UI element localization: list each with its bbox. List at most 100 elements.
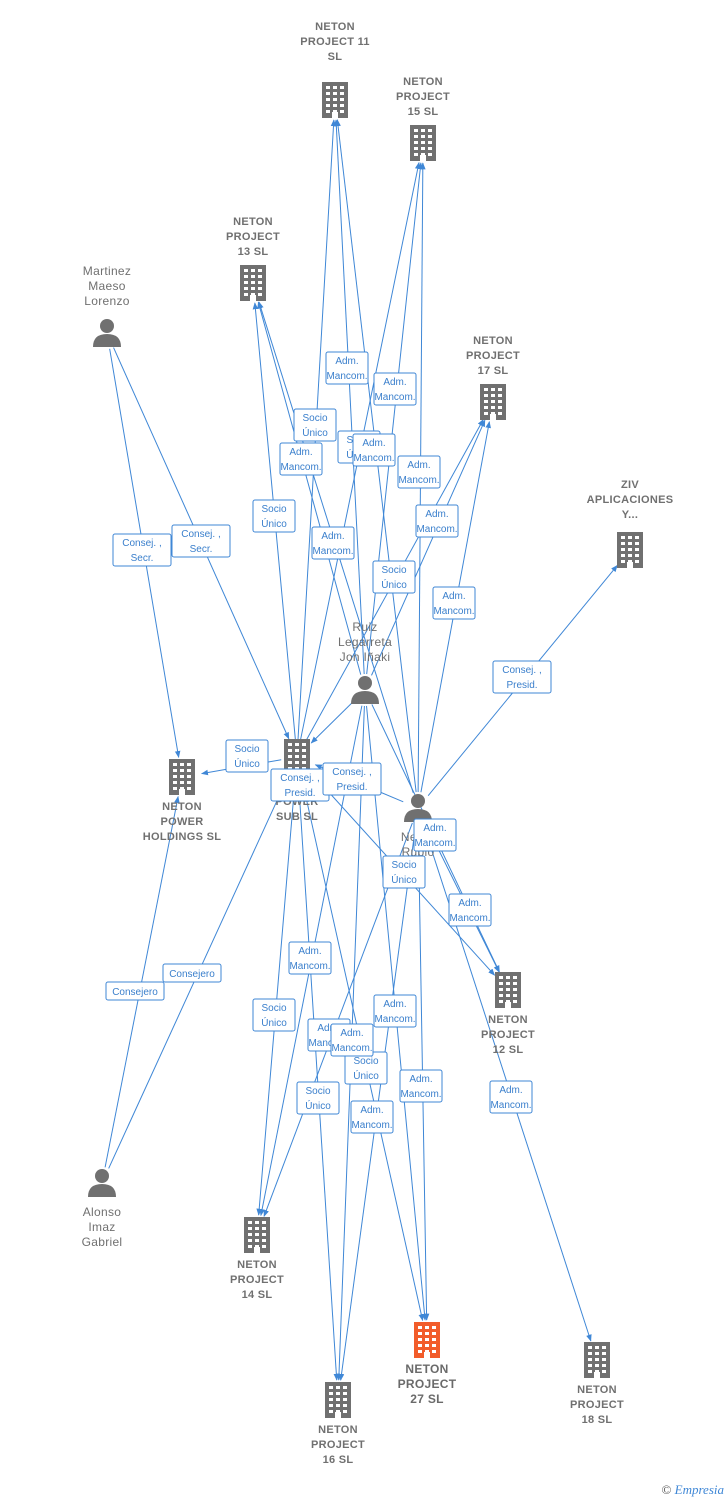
edge-label-text: Mancom. <box>416 524 457 535</box>
edge-label-negro-to-powersub[interactable]: Consej. ,Presid. <box>322 762 382 796</box>
node-label-line: 16 SL <box>323 1454 354 1466</box>
node-label-line: APLICACIONES <box>587 494 674 506</box>
node-label-line: Imaz <box>88 1220 115 1234</box>
edge-label-text: Consej. , <box>280 773 319 784</box>
edge-label-box <box>171 524 231 558</box>
edge-label-text: Mancom. <box>374 392 415 403</box>
node-ziv[interactable]: ZIVAPLICACIONESY... <box>587 479 674 568</box>
edge-label-box <box>279 442 323 476</box>
edge-label-text: Secr. <box>190 544 213 555</box>
edge-label-negro-to-p17[interactable]: Adm.Mancom. <box>432 586 476 620</box>
edge-label-negro-to-p12[interactable]: Adm.Mancom. <box>413 818 457 852</box>
edge-label-text: Presid. <box>284 788 315 799</box>
edge-label-ruiz-to-p27[interactable]: Adm.Mancom. <box>350 1100 394 1134</box>
edge-label-ruiz-to-powersub[interactable]: Consej. , Presid. <box>270 768 330 802</box>
edge-label-box <box>489 1080 533 1114</box>
building-icon <box>495 972 521 1008</box>
edge-label-text: Socio <box>261 1003 286 1014</box>
edge-label-alonso-to-holdings[interactable]: Consejero <box>105 981 165 1001</box>
node-label-line: SL <box>328 51 343 63</box>
edge-label-ruiz-to-p15[interactable]: Adm.Mancom. <box>373 372 417 406</box>
edge-label-text: Socio <box>305 1086 330 1097</box>
edge-ruiz-to-p17 <box>371 419 486 676</box>
edge-label-ruiz-to-p12[interactable]: Adm.Mancom. <box>448 893 492 927</box>
edge-label-box <box>112 533 172 567</box>
edge-label-box <box>105 981 165 1001</box>
edge-label-box <box>397 455 441 489</box>
node-label-line: NETON <box>488 1014 528 1026</box>
node-label-line: 13 SL <box>238 246 269 258</box>
node-label-line: NETON <box>315 21 355 33</box>
edge-label-negro-to-p13[interactable]: Adm.Mancom. <box>311 526 355 560</box>
edge-label-text: Adm. <box>442 591 465 602</box>
edge-label-text: Adm. <box>407 460 430 471</box>
edge-label-negro-to-p18[interactable]: Adm.Mancom. <box>489 1080 533 1114</box>
node-label-line: 12 SL <box>493 1044 524 1056</box>
edge-label-alonso-to-powersub[interactable]: Consejero <box>162 963 222 983</box>
edge-label-text: Mancom. <box>414 838 455 849</box>
edge-label-negro-to-p11[interactable]: Adm.Mancom. <box>352 433 396 467</box>
edge-label-text: Adm. <box>289 447 312 458</box>
edge-label-text: Adm. <box>383 999 406 1010</box>
node-label-line: POWER <box>160 816 203 828</box>
edge-label-box <box>330 1023 374 1057</box>
edge-label-box <box>322 762 382 796</box>
edge-label-negro-to-ziv[interactable]: Consej. ,Presid. <box>492 660 552 694</box>
edge-label-ruiz-to-p14[interactable]: Adm.Mancom. <box>288 941 332 975</box>
edge-label-text: Único <box>261 1016 287 1029</box>
building-icon <box>480 384 506 420</box>
copyright-symbol: © <box>661 1482 672 1497</box>
edge-ruiz-to-powersub <box>310 700 354 744</box>
edge-ruiz-to-p11 <box>333 119 365 675</box>
edge-label-box <box>492 660 552 694</box>
edge-label-martinez-to-powersub[interactable]: Consej. ,Secr. <box>171 524 231 558</box>
edge-label-negro-to-p14[interactable]: Adm.Mancom. <box>330 1023 374 1057</box>
edge-label-negro-to-p16[interactable]: Adm.Mancom. <box>373 994 417 1028</box>
node-label-line: NETON <box>318 1424 358 1436</box>
edge-label-box <box>373 994 417 1028</box>
edge-label-box <box>325 351 369 385</box>
edge-label-box <box>296 1081 340 1115</box>
node-label-line: PROJECT <box>570 1399 624 1411</box>
node-label-line: Y... <box>622 509 639 521</box>
edge-label-ruiz-to-p11[interactable]: Adm.Mancom. <box>325 351 369 385</box>
watermark: © Empresia <box>662 1482 725 1498</box>
brand-name: Empresia <box>674 1482 724 1497</box>
edge-label-text: Adm. <box>298 946 321 957</box>
node-label-line: Ruiz <box>352 620 377 634</box>
edge-label-martinez-to-holdings[interactable]: Consej. ,Secr. <box>112 533 172 567</box>
edge-label-text: Único <box>391 873 417 886</box>
edge-label-box <box>448 893 492 927</box>
node-label-line: NETON <box>233 216 273 228</box>
edge-powersub-to-p16 <box>297 772 340 1381</box>
building-icon <box>584 1342 610 1378</box>
building-icon <box>322 82 348 118</box>
edge-label-box <box>432 586 476 620</box>
edge-label-negro-to-p27[interactable]: Adm.Mancom. <box>399 1069 443 1103</box>
edge-label-ruiz-to-p13[interactable]: Adm.Mancom. <box>279 442 323 476</box>
edge-label-ruiz-to-p17[interactable]: Adm.Mancom. <box>415 504 459 538</box>
edge-label-text: Consejero <box>112 987 158 998</box>
edge-label-negro-to-p15[interactable]: Adm.Mancom. <box>397 455 441 489</box>
